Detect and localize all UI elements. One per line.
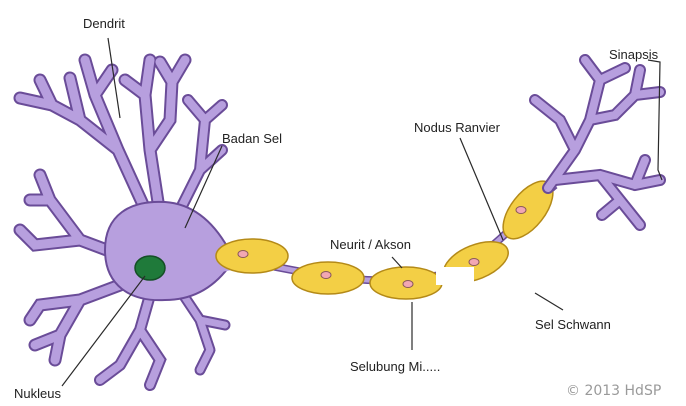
leader-line-nodus-ranvier — [460, 138, 503, 240]
label-neurit-akson: Neurit / Akson — [330, 238, 411, 251]
label-sel-schwann: Sel Schwann — [535, 318, 611, 331]
myelin-sheath — [216, 173, 562, 299]
schwann-cell — [292, 262, 364, 294]
leader-line-sel-schwann — [535, 293, 563, 310]
label-mask — [436, 267, 474, 285]
schwann-cell — [216, 239, 288, 273]
nucleus — [135, 256, 165, 280]
leader-line-neurit — [392, 257, 402, 268]
label-nodus-ranvier: Nodus Ranvier — [414, 121, 500, 134]
label-badan-sel: Badan Sel — [222, 132, 282, 145]
copyright-text: © 2013 HdSP — [566, 384, 661, 398]
label-selubung-mielin: Selubung Mi..... — [350, 360, 440, 373]
label-sinapsis: Sinapsis — [609, 48, 658, 61]
label-dendrit: Dendrit — [83, 17, 125, 30]
schwann-cell — [370, 267, 442, 299]
label-nukleus: Nukleus — [14, 387, 61, 400]
